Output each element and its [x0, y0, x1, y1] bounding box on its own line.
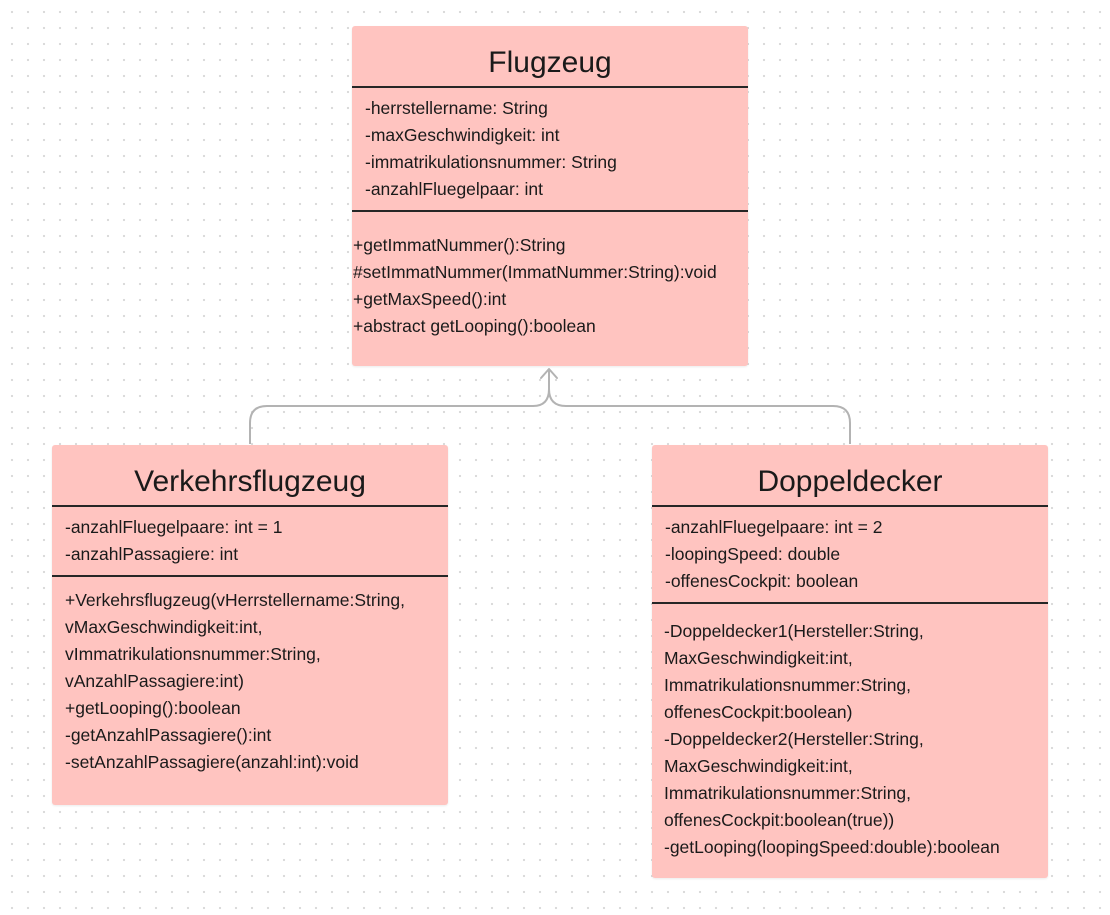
attribute-compartment: -herrstellername: String -maxGeschwindig…	[352, 88, 748, 212]
method: #setImmatNummer(ImmatNummer:String):void	[353, 262, 717, 282]
method-compartment: -Doppeldecker1(Hersteller:String, MaxGes…	[652, 604, 1048, 871]
class-name: Flugzeug	[352, 26, 748, 88]
method: Immatrikulationsnummer:String,	[664, 783, 912, 803]
class-flugzeug[interactable]: Flugzeug -herrstellername: String -maxGe…	[352, 26, 748, 366]
connector-verkehrsflugzeug-to-flugzeug	[249, 369, 550, 444]
attribute: -offenesCockpit: boolean	[665, 571, 859, 591]
attribute: -herrstellername: String	[365, 98, 548, 118]
method: +getLooping():boolean	[65, 698, 241, 718]
method: offenesCockpit:boolean)	[664, 702, 853, 722]
method: MaxGeschwindigkeit:int,	[664, 756, 853, 776]
attribute: -anzahlFluegelpaar: int	[365, 179, 544, 199]
method: offenesCockpit:boolean(true))	[664, 810, 895, 830]
attribute: -maxGeschwindigkeit: int	[365, 125, 560, 145]
attribute: -anzahlPassagiere: int	[65, 544, 239, 564]
inheritance-arrowhead	[540, 368, 558, 379]
method: +abstract getLooping():boolean	[353, 316, 596, 336]
method: -getAnzahlPassagiere():int	[65, 725, 272, 745]
method: MaxGeschwindigkeit:int,	[664, 648, 853, 668]
connector-doppeldecker-to-flugzeug	[548, 369, 851, 444]
class-verkehrsflugzeug[interactable]: Verkehrsflugzeug -anzahlFluegelpaare: in…	[52, 445, 448, 805]
attribute: -immatrikulationsnummer: String	[365, 152, 617, 172]
attribute: -anzahlFluegelpaare: int = 1	[65, 517, 283, 537]
method: +Verkehrsflugzeug(vHerrstellername:Strin…	[65, 590, 405, 610]
method-compartment: +getImmatNummer():String #setImmatNummer…	[352, 212, 748, 350]
method: vImmatrikulationsnummer:String,	[65, 644, 321, 664]
method: vMaxGeschwindigkeit:int,	[65, 617, 263, 637]
method: Immatrikulationsnummer:String,	[664, 675, 912, 695]
method: -Doppeldecker1(Hersteller:String,	[664, 621, 924, 641]
attribute-compartment: -anzahlFluegelpaare: int = 1 -anzahlPass…	[52, 507, 448, 577]
class-name: Doppeldecker	[652, 445, 1048, 507]
class-name: Verkehrsflugzeug	[52, 445, 448, 507]
attribute-compartment: -anzahlFluegelpaare: int = 2 -loopingSpe…	[652, 507, 1048, 604]
method: -Doppeldecker2(Hersteller:String,	[664, 729, 924, 749]
method: vAnzahlPassagiere:int)	[65, 671, 244, 691]
method: -getLooping(loopingSpeed:double):boolean	[664, 837, 1000, 857]
attribute: -loopingSpeed: double	[665, 544, 841, 564]
class-doppeldecker[interactable]: Doppeldecker -anzahlFluegelpaare: int = …	[652, 445, 1048, 878]
method: +getMaxSpeed():int	[353, 289, 507, 309]
method: +getImmatNummer():String	[353, 235, 566, 255]
method: -setAnzahlPassagiere(anzahl:int):void	[65, 752, 359, 772]
attribute: -anzahlFluegelpaare: int = 2	[665, 517, 883, 537]
method-compartment: +Verkehrsflugzeug(vHerrstellername:Strin…	[52, 577, 448, 786]
